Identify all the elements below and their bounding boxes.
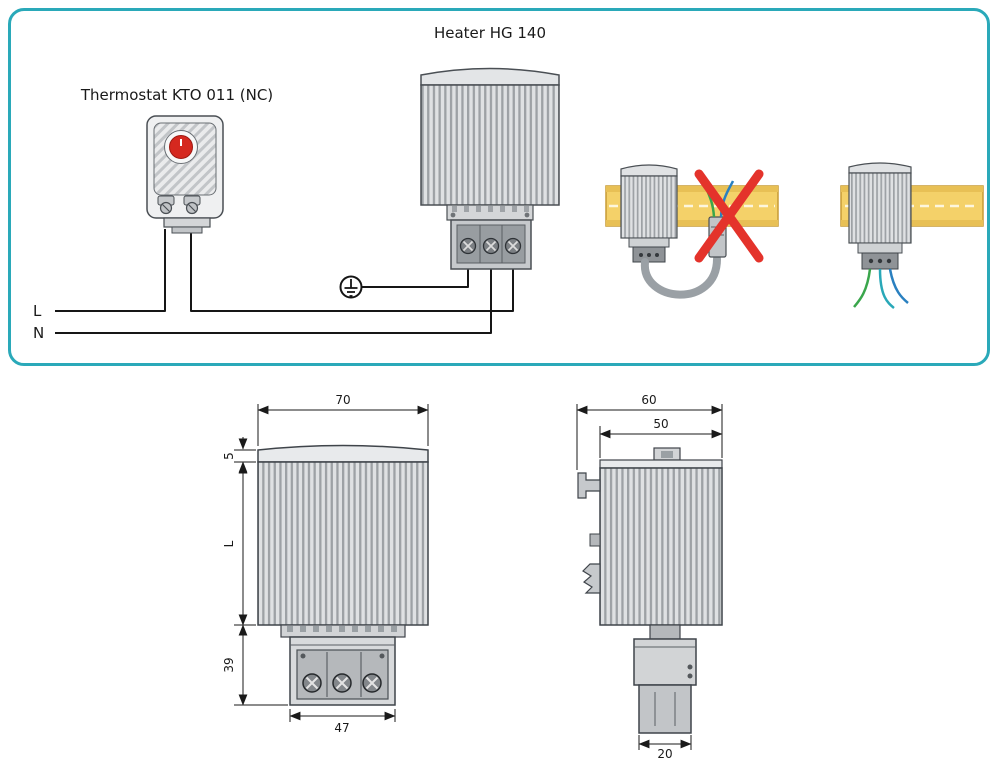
side-plug-slots (654, 692, 676, 726)
terminal-dividers (479, 225, 503, 263)
heater-comb-teeth (452, 206, 529, 212)
fixing-screw (687, 673, 693, 679)
blue-wire (888, 268, 909, 304)
front-terminal-screws (302, 673, 382, 693)
dim-20-label: 20 (657, 747, 672, 760)
heater-fins (420, 84, 560, 206)
dim-70-label: 70 (335, 393, 350, 407)
heater-terminal-screws (459, 237, 522, 255)
thermostat-clip (171, 226, 203, 234)
thermostat-dial (169, 135, 193, 159)
front-comb-teeth (287, 626, 397, 632)
mounting-correct-illustration (840, 162, 984, 309)
heater-title: Heater HG 140 (434, 24, 546, 42)
prohibited-cross-icon (694, 169, 764, 263)
front-cap (257, 444, 429, 463)
side-neck (649, 624, 681, 640)
neutral-wire-label: N (33, 324, 44, 342)
dimension-drawings: 70 5 L 39 47 (0, 368, 1000, 760)
dim-47 (289, 709, 396, 722)
wire-ground (362, 265, 469, 288)
thermostat-foot (163, 217, 211, 228)
dim-47-label: 47 (334, 721, 349, 735)
fixing-screw (524, 212, 530, 218)
dim-70 (257, 404, 429, 446)
thermostat-terminals (157, 195, 201, 215)
wiring (55, 229, 514, 334)
din-rail-edge (606, 220, 778, 226)
fixing-screw (450, 212, 456, 218)
din-clip-latch (589, 533, 601, 547)
side-fins (599, 467, 723, 626)
din-rail-edge (841, 186, 983, 192)
thermostat-device (146, 115, 224, 234)
din-rail-edge (841, 220, 983, 226)
fixing-screw (300, 653, 306, 659)
teal-wire (878, 268, 895, 309)
wire-thermostat-to-heater (190, 229, 514, 312)
thermostat-title: Thermostat KTO 011 (NC) (80, 86, 273, 104)
wire-n-to-heater (55, 265, 492, 334)
side-terminal-block (633, 638, 697, 686)
mini-heater-correct (848, 162, 912, 270)
looped-cable (640, 255, 721, 299)
heater-device (420, 67, 560, 270)
din-clip-spring (582, 563, 601, 594)
line-wire-label: L (33, 302, 42, 320)
side-view: 60 50 20 (576, 393, 723, 760)
heater-cap (420, 67, 560, 86)
dim-50 (599, 426, 723, 458)
dim-60-label: 60 (641, 393, 656, 407)
mounting-wrong-illustration (605, 164, 779, 299)
mini-heater-wrong (620, 164, 678, 263)
side-cap (599, 459, 723, 469)
dim-5-label: 5 (222, 452, 236, 460)
fixing-screw (687, 664, 693, 670)
din-rail-edge (606, 186, 778, 192)
front-view: 70 5 L 39 47 (222, 393, 429, 735)
green-wire (853, 268, 872, 308)
fixing-screw (379, 653, 385, 659)
dimension-svg: 70 5 L 39 47 (222, 393, 723, 760)
wire-l-to-thermostat (55, 229, 166, 312)
dim-39-label: 39 (222, 657, 236, 672)
front-fins (257, 461, 429, 626)
dim-50-label: 50 (653, 417, 668, 431)
side-top-tab-notch (661, 451, 673, 458)
wiring-panel: Heater HG 140 Thermostat KTO 011 (NC) L … (8, 8, 990, 366)
earth-ground-icon (339, 275, 363, 299)
dim-20 (638, 735, 692, 750)
din-clip-hook (577, 472, 601, 499)
side-plug (638, 684, 692, 734)
dim-L-label: L (222, 540, 236, 547)
wiring-diagram: Heater HG 140 Thermostat KTO 011 (NC) L … (33, 24, 984, 342)
front-terminal-dividers (326, 652, 362, 697)
